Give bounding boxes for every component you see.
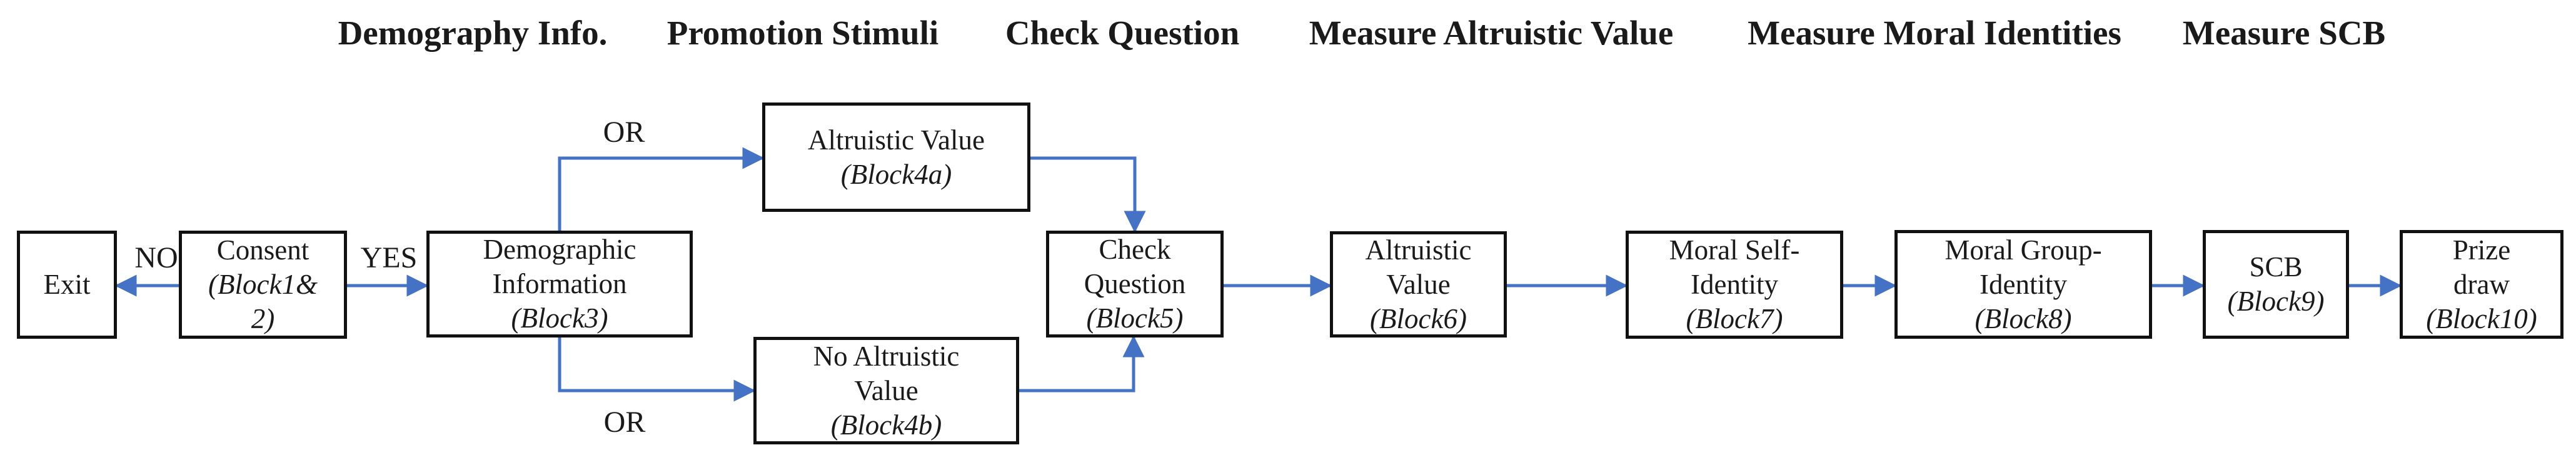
node-prize-title-line2: draw xyxy=(2453,268,2510,300)
node-check-block: (Block5) xyxy=(1086,302,1184,334)
node-exit: Exit xyxy=(17,231,117,339)
node-check-title-line1: Check xyxy=(1099,234,1171,265)
node-prize-block: (Block10) xyxy=(2426,302,2537,334)
node-scb-title: SCB xyxy=(2249,251,2303,282)
edge-block4b-to-check xyxy=(1019,335,1145,392)
node-altruistic-4a-title: Altruistic Value xyxy=(808,124,985,156)
node-check-title-line2: Question xyxy=(1084,268,1186,299)
node-prize-title-line1: Prize xyxy=(2452,234,2511,266)
node-consent-block-line1: (Block1& xyxy=(208,269,318,300)
node-consent: Consent (Block1& 2) xyxy=(179,231,347,339)
edge-demographic-to-block4a xyxy=(558,147,765,231)
node-altruistic-6-block: (Block6) xyxy=(1370,302,1467,334)
node-prize-draw: Prize draw (Block10) xyxy=(2400,230,2563,339)
node-consent-title: Consent xyxy=(216,234,309,266)
edge-label-no: NO xyxy=(134,241,178,274)
node-check-question: Check Question (Block5) xyxy=(1046,231,1224,338)
node-no-altruistic-4b-title-line1: No Altruistic xyxy=(813,340,960,372)
node-demographic-title-line1: Demographic xyxy=(483,234,636,265)
node-scb: SCB (Block9) xyxy=(2203,230,2349,339)
edge-label-yes: YES xyxy=(360,241,418,274)
node-moral-group-block: (Block8) xyxy=(1975,302,2072,334)
phase-label-check-question: Check Question xyxy=(1005,14,1240,52)
node-no-altruistic-4b-block: (Block4b) xyxy=(830,409,942,441)
phase-label-measure-moral-identities: Measure Moral Identities xyxy=(1748,14,2121,52)
node-moral-group-title-line1: Moral Group- xyxy=(1945,234,2102,266)
phase-label-measure-altruistic-value: Measure Altruistic Value xyxy=(1309,14,1674,52)
edge-label-or-bottom: OR xyxy=(603,406,646,439)
node-altruistic-value-4a: Altruistic Value (Block4a) xyxy=(762,102,1030,212)
node-altruistic-value-6: Altruistic Value (Block6) xyxy=(1330,231,1507,338)
node-demographic-information: Demographic Information (Block3) xyxy=(426,231,693,338)
node-scb-block: (Block9) xyxy=(2227,286,2325,317)
node-altruistic-6-title-line1: Altruistic xyxy=(1365,234,1472,266)
edge-block4a-to-check xyxy=(1030,156,1146,233)
node-moral-group-title-line2: Identity xyxy=(1980,268,2067,300)
phase-label-promotion-stimuli: Promotion Stimuli xyxy=(667,14,939,52)
node-exit-label: Exit xyxy=(43,269,91,300)
node-moral-group-identity: Moral Group- Identity (Block8) xyxy=(1894,230,2152,339)
node-moral-self-title-line1: Moral Self- xyxy=(1669,234,1800,266)
node-moral-self-title-line2: Identity xyxy=(1691,269,1778,300)
node-altruistic-6-title-line2: Value xyxy=(1386,268,1451,300)
node-no-altruistic-value-4b: No Altruistic Value (Block4b) xyxy=(753,337,1019,444)
node-demographic-block: (Block3) xyxy=(511,302,608,334)
edge-label-or-top: OR xyxy=(603,116,645,149)
node-consent-block-line2: 2) xyxy=(251,303,275,334)
node-demographic-title-line2: Information xyxy=(492,268,627,299)
phase-label-demography-info: Demography Info. xyxy=(338,14,608,52)
edge-demographic-to-block4b xyxy=(558,338,756,402)
node-moral-self-block: (Block7) xyxy=(1686,303,1783,334)
node-altruistic-4a-block: (Block4a) xyxy=(840,158,952,190)
phase-label-measure-scb: Measure SCB xyxy=(2182,14,2386,52)
node-moral-self-identity: Moral Self- Identity (Block7) xyxy=(1626,231,1843,339)
node-no-altruistic-4b-title-line2: Value xyxy=(854,374,918,406)
